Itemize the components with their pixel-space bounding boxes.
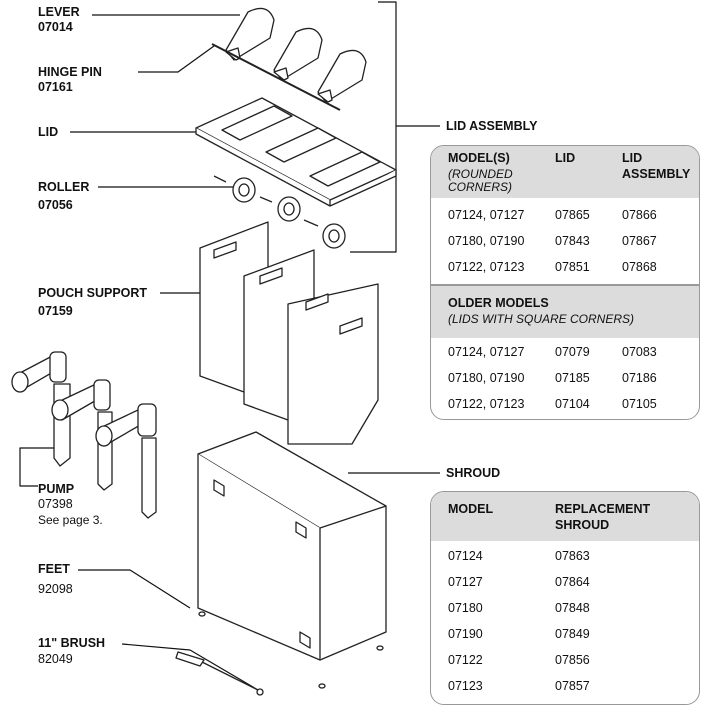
pump-part-number: 07398	[38, 497, 73, 511]
cell-lid: 07079	[555, 345, 590, 359]
cell-lid: 07843	[555, 234, 590, 248]
feet-name: FEET	[38, 562, 70, 576]
hinge-pin-name: HINGE PIN	[38, 65, 102, 79]
pump-label: PUMP 07398 See page 3.	[38, 482, 103, 528]
shroud-table: MODEL REPLACEMENT SHROUD 07124 07863 071…	[430, 491, 700, 705]
table-row: 07180, 07190 07843 07867	[431, 229, 699, 255]
pouch-support-label: POUCH SUPPORT 07159	[38, 286, 147, 319]
hinge-pin-part-number: 07161	[38, 80, 73, 94]
pump-note: See page 3.	[38, 513, 103, 527]
lid-assembly-label: LID ASSEMBLY	[446, 119, 537, 134]
pump-parts	[11, 351, 157, 519]
cell-assembly: 07866	[622, 208, 657, 222]
brush-part	[175, 651, 264, 696]
feet-parts	[198, 611, 384, 689]
cell-model: 07127	[448, 575, 483, 589]
cell-shroud: 07857	[555, 679, 590, 693]
table-row: 07122, 07123 07851 07868	[431, 255, 699, 281]
lid-name: LID	[38, 125, 59, 139]
brush-part-number: 82049	[38, 652, 73, 666]
cell-model: 07123	[448, 679, 483, 693]
cell-model: 07122	[448, 653, 483, 667]
lever-label: LEVER 07014	[38, 5, 80, 35]
roller-label: ROLLER 07056	[38, 180, 89, 213]
cell-models: 07124, 07127	[448, 208, 525, 222]
lid-table-header: MODEL(S) (ROUNDED CORNERS) LID LID ASSEM…	[431, 146, 699, 198]
cell-model: 07190	[448, 627, 483, 641]
pump-name: PUMP	[38, 482, 75, 496]
header-models-sub1: (ROUNDED	[448, 167, 513, 181]
cell-shroud: 07849	[555, 627, 590, 641]
roller-parts	[213, 175, 346, 249]
lever-part-number: 07014	[38, 20, 73, 34]
table-divider	[431, 284, 699, 286]
shroud-part	[197, 431, 387, 661]
roller-name: ROLLER	[38, 180, 90, 194]
cell-shroud: 07863	[555, 549, 590, 563]
cell-models: 07122, 07123	[448, 260, 525, 274]
pouch-support-part	[199, 221, 379, 445]
table-row: 07122 07856	[431, 648, 699, 674]
table-row: 07180, 07190 07185 07186	[431, 366, 699, 392]
table-row: 07123 07857	[431, 674, 699, 700]
lid-assembly-name: LID ASSEMBLY	[446, 119, 538, 133]
header-models-sub2: CORNERS)	[448, 180, 513, 194]
cell-model: 07124	[448, 549, 483, 563]
table-row: 07124, 07127 07079 07083	[431, 340, 699, 366]
feet-part-number: 92098	[38, 582, 73, 596]
header-lid: LID	[555, 151, 576, 165]
table-row: 07190 07849	[431, 622, 699, 648]
lid-label: LID	[38, 125, 58, 140]
header-model: MODEL	[448, 502, 494, 516]
lid-part	[195, 97, 397, 207]
cell-lid: 07104	[555, 397, 590, 411]
cell-assembly: 07867	[622, 234, 657, 248]
cell-models: 07180, 07190	[448, 371, 525, 385]
pouch-support-name: POUCH SUPPORT	[38, 286, 148, 300]
cell-shroud: 07856	[555, 653, 590, 667]
cell-shroud: 07864	[555, 575, 590, 589]
cell-assembly: 07083	[622, 345, 657, 359]
cell-lid: 07185	[555, 371, 590, 385]
shroud-table-header: MODEL REPLACEMENT SHROUD	[431, 492, 699, 541]
older-models-header: OLDER MODELS (LIDS WITH SQUARE CORNERS)	[431, 286, 699, 338]
cell-lid: 07851	[555, 260, 590, 274]
header-replacement-2: SHROUD	[555, 518, 610, 532]
lever-name: LEVER	[38, 5, 80, 19]
table-row: 07124, 07127 07865 07866	[431, 203, 699, 229]
roller-part-number: 07056	[38, 198, 73, 212]
pouch-support-part-number: 07159	[38, 304, 73, 318]
header-models: MODEL(S)	[448, 151, 510, 165]
cell-models: 07180, 07190	[448, 234, 525, 248]
shroud-label: SHROUD	[446, 466, 500, 481]
hinge-pin-label: HINGE PIN 07161	[38, 65, 102, 95]
cell-lid: 07865	[555, 208, 590, 222]
cell-assembly: 07186	[622, 371, 657, 385]
table-row: 07180 07848	[431, 596, 699, 622]
header-assembly-2: ASSEMBLY	[622, 167, 691, 181]
feet-label: FEET 92098	[38, 562, 73, 597]
shroud-name: SHROUD	[446, 466, 501, 480]
cell-assembly: 07868	[622, 260, 657, 274]
cell-models: 07122, 07123	[448, 397, 525, 411]
brush-label: 11" BRUSH 82049	[38, 636, 105, 667]
header-replacement-1: REPLACEMENT	[555, 502, 651, 516]
lid-table: MODEL(S) (ROUNDED CORNERS) LID LID ASSEM…	[430, 145, 700, 420]
older-models-title: OLDER MODELS	[448, 296, 549, 310]
lever-parts	[225, 7, 367, 103]
cell-shroud: 07848	[555, 601, 590, 615]
older-models-subtitle: (LIDS WITH SQUARE CORNERS)	[448, 312, 635, 326]
table-row: 07122, 07123 07104 07105	[431, 392, 699, 418]
table-row: 07127 07864	[431, 570, 699, 596]
cell-assembly: 07105	[622, 397, 657, 411]
table-row: 07124 07863	[431, 544, 699, 570]
brush-name: 11" BRUSH	[38, 636, 106, 650]
leader-lines	[19, 1, 440, 691]
header-assembly-1: LID	[622, 151, 643, 165]
cell-models: 07124, 07127	[448, 345, 525, 359]
hinge-pin-part	[211, 43, 341, 111]
cell-model: 07180	[448, 601, 483, 615]
